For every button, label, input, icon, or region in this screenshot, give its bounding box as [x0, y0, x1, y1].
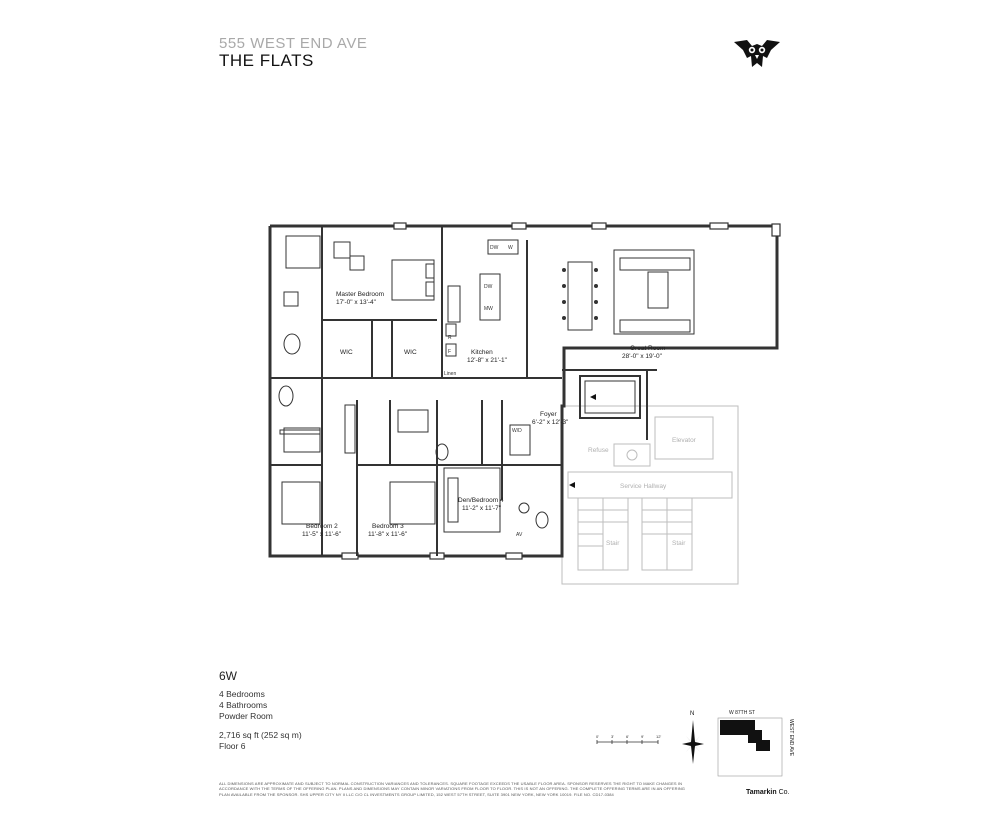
room-dims-foyer: 6'-2" x 12'-3" — [532, 419, 569, 426]
interior-walls — [270, 226, 657, 556]
room-name-den-bedroom-4: Den/Bedroom 4 — [458, 497, 504, 504]
room-name-elevator: Elevator — [672, 437, 697, 444]
unit-name: 6W — [219, 669, 237, 683]
fixture-dw: DW — [490, 245, 499, 251]
room-dims-den-bedroom-4: 11'-2" x 11'-7" — [462, 505, 502, 512]
room-name-master-bedroom: Master Bedroom — [336, 291, 384, 298]
unit-area: 2,716 sq ft (252 sq m) — [219, 730, 302, 740]
avenue-label: WEST END AVE — [788, 719, 794, 757]
fixture-w: W — [508, 245, 513, 251]
room-name-foyer: Foyer — [540, 411, 557, 418]
fixture-freezer: F — [448, 349, 451, 355]
svg-text:6': 6' — [626, 734, 629, 739]
unit-floor: Floor 6 — [219, 741, 246, 751]
room-dims-bedroom-2: 11'-5" x 11'-6" — [302, 531, 342, 538]
room-name-service-hallway: Service Hallway — [620, 483, 667, 490]
svg-text:9': 9' — [641, 734, 644, 739]
fixture-linen: Linen — [444, 371, 456, 377]
legal-disclaimer: ALL DIMENSIONS ARE APPROXIMATE AND SUBJE… — [219, 781, 686, 797]
svg-text:0': 0' — [596, 734, 599, 739]
unit-powder-room: Powder Room — [219, 711, 273, 721]
owl-logo-icon — [734, 40, 780, 67]
svg-text:12': 12' — [656, 734, 661, 739]
building-address: 555 WEST END AVE — [219, 35, 368, 52]
compass-north-icon: N — [682, 711, 704, 764]
room-name-stair-1: Stair — [606, 540, 620, 547]
room-dims-great-room: 28'-0" x 19'-0" — [622, 353, 663, 360]
floor-plan: Master Bedroom 17'-0" x 13'-4" WIC WIC K… — [268, 222, 781, 585]
room-name-kitchen: Kitchen — [471, 349, 493, 356]
room-name-wic-1: WIC — [340, 349, 353, 356]
brand-logo: Tamarkin Co. — [746, 789, 790, 796]
common-area — [561, 405, 739, 585]
room-dims-bedroom-3: 11'-8" x 11'-6" — [368, 531, 408, 538]
fixture-av: AV — [516, 532, 523, 538]
arrow-icon — [569, 482, 575, 488]
fixture-mw-island: MW — [484, 306, 493, 312]
room-name-great-room: Great Room — [630, 345, 665, 352]
street-label: W 87TH ST — [729, 710, 755, 716]
unit-bedrooms: 4 Bedrooms — [219, 689, 265, 699]
fixture-washer-dryer: W/D — [512, 428, 522, 434]
unit-walls — [268, 224, 779, 558]
room-name-stair-2: Stair — [672, 540, 686, 547]
page-title: THE FLATS — [219, 51, 314, 70]
site-key-map: W 87TH ST WEST END AVE — [717, 710, 794, 777]
room-name-refuse: Refuse — [588, 447, 609, 454]
room-name-bedroom-3: Bedroom 3 — [372, 523, 404, 530]
svg-text:3': 3' — [611, 734, 614, 739]
fixture-refrigerator: R — [448, 335, 452, 341]
fixture-dw-island: DW — [484, 284, 493, 290]
unit-bathrooms: 4 Bathrooms — [219, 700, 268, 710]
scale-bar: 0' 3' 6' 9' 12' — [596, 734, 661, 744]
room-name-wic-2: WIC — [404, 349, 417, 356]
arrow-icon — [590, 394, 596, 400]
svg-text:N: N — [690, 711, 694, 717]
room-dims-kitchen: 12'-8" x 21'-1" — [467, 357, 508, 364]
room-name-bedroom-2: Bedroom 2 — [306, 523, 338, 530]
furniture — [278, 235, 695, 533]
room-dims-master-bedroom: 17'-0" x 13'-4" — [336, 299, 377, 306]
